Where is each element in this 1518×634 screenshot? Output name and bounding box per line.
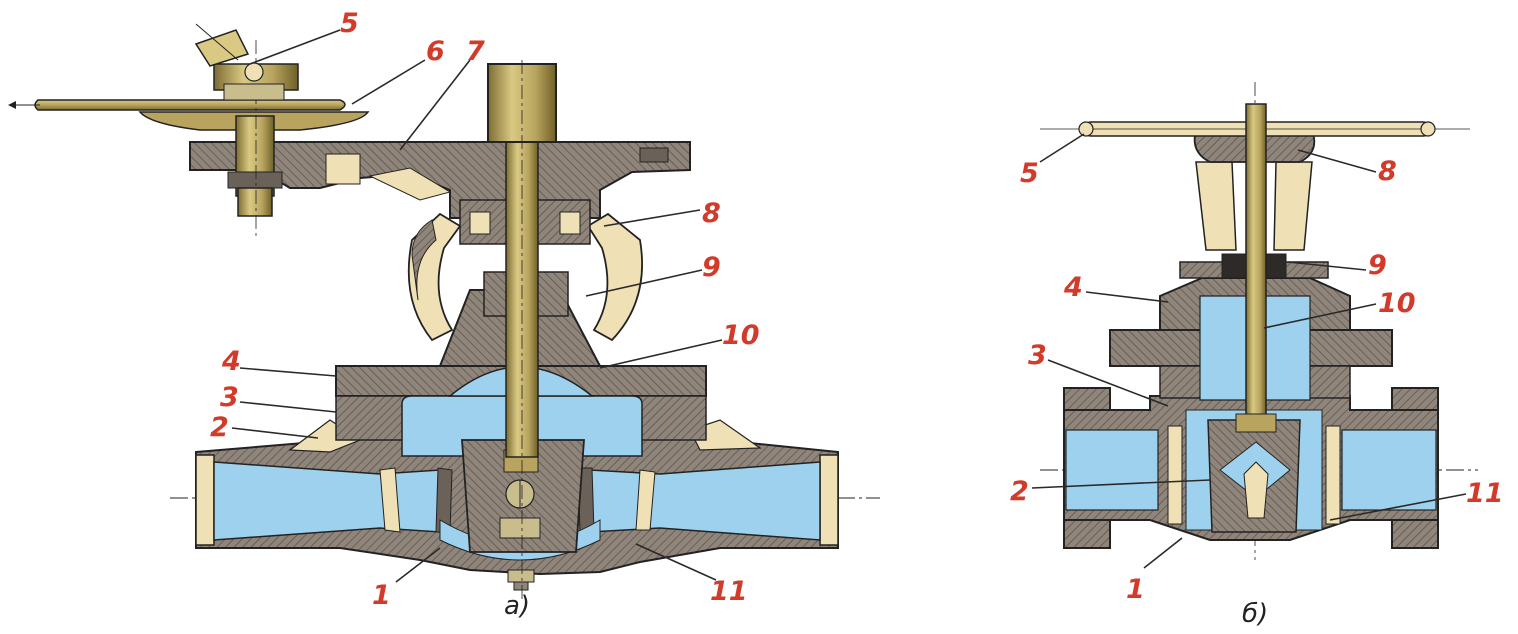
callout-b-8: 8	[1378, 156, 1397, 187]
callout-b-11: 11	[1466, 478, 1504, 509]
callout-a-2: 2	[210, 412, 229, 443]
callout-a-10: 10	[722, 320, 760, 351]
callout-a-6: 6	[426, 36, 445, 67]
leader-lines	[231, 29, 1467, 583]
figure-a-flow-left	[213, 461, 441, 541]
callout-b-1: 1	[1126, 574, 1145, 605]
figure-b-stem	[1245, 103, 1267, 425]
figure-a-handwheel	[34, 99, 346, 111]
figure-a-valve	[8, 23, 880, 600]
callout-a-11: 11	[710, 576, 748, 607]
figure-a-caption: а)	[504, 591, 530, 621]
callout-a-4: 4	[221, 346, 241, 377]
callout-b-2: 2	[1010, 476, 1029, 507]
callout-a-9: 9	[702, 252, 721, 283]
callout-b-5: 5	[1020, 158, 1039, 189]
callout-b-4: 4	[1063, 272, 1083, 303]
callout-a-1: 1	[372, 580, 391, 611]
callout-a-3: 3	[220, 382, 239, 413]
figure-a-flow-right	[589, 461, 821, 541]
callout-b-9: 9	[1368, 250, 1387, 281]
callout-a-8: 8	[702, 198, 721, 229]
figure-b-valve	[1040, 82, 1478, 560]
callout-a-5: 5	[340, 8, 359, 39]
figure-b-caption: б)	[1242, 599, 1268, 629]
callout-a-7: 7	[466, 36, 485, 67]
callout-b-3: 3	[1028, 340, 1047, 371]
callout-b-10: 10	[1378, 288, 1416, 319]
